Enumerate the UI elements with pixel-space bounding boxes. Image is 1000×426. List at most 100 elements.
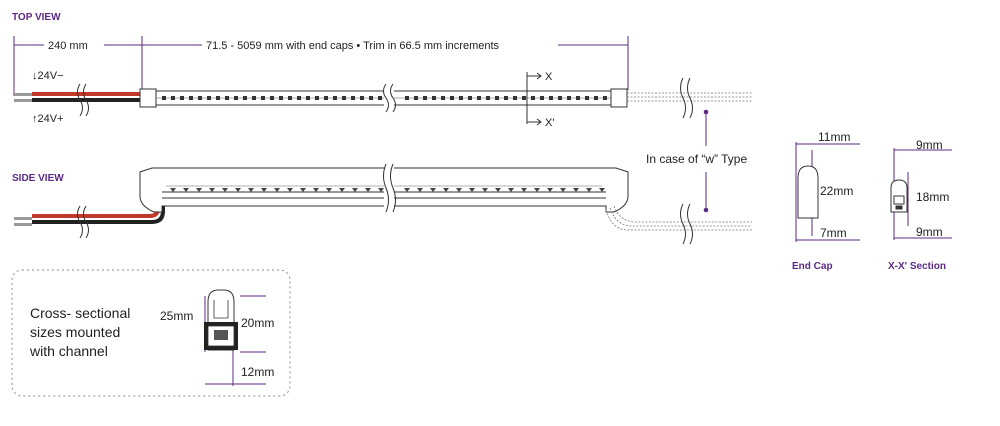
led-chip — [198, 96, 202, 100]
led-side-chip — [274, 188, 280, 192]
led-chip — [441, 96, 445, 100]
led-chip — [522, 96, 526, 100]
led-chip — [234, 96, 238, 100]
cross-section-box — [11, 269, 291, 397]
led-chip — [468, 96, 472, 100]
side-strip-break-icon — [383, 163, 396, 214]
led-chip — [540, 96, 544, 100]
led-chip — [216, 96, 220, 100]
strip-length-label: 71.5 - 5059 mm with end caps • Trim in 6… — [206, 40, 500, 52]
led-side-chip — [222, 188, 228, 192]
wire-neg-label: ↓24V− — [32, 70, 64, 82]
led-chip — [549, 96, 553, 100]
led-chip — [423, 96, 427, 100]
led-chip — [414, 96, 418, 100]
led-chip — [378, 96, 382, 100]
led-side-chip — [300, 188, 306, 192]
led-chip — [432, 96, 436, 100]
top-w-wire-break-icon — [680, 77, 693, 119]
end-cap-dimension-lines — [795, 142, 860, 242]
led-side-chip — [482, 188, 488, 192]
end-cap-top-dim: 11mm — [818, 130, 850, 144]
led-chip — [405, 96, 409, 100]
led-chip — [180, 96, 184, 100]
led-side-chip — [456, 188, 462, 192]
end-cap-bottom-dim: 7mm — [820, 226, 847, 240]
side-w-type-wires — [605, 205, 752, 231]
led-chip — [225, 96, 229, 100]
led-side-chip — [352, 188, 358, 192]
end-cap-height-dim: 22mm — [820, 184, 853, 198]
top-wires — [14, 92, 144, 102]
section-mark-x: X — [545, 71, 553, 83]
led-side-chip — [183, 188, 189, 192]
led-side-chip — [560, 188, 566, 192]
side-view-title: SIDE VIEW — [12, 173, 64, 184]
led-chip — [252, 96, 256, 100]
led-chip — [297, 96, 301, 100]
led-side-chip — [248, 188, 254, 192]
led-side-chip — [534, 188, 540, 192]
top-view-title: TOP VIEW — [12, 12, 61, 23]
section-profile-shape — [890, 179, 908, 213]
section-height-dim: 18mm — [916, 190, 949, 204]
led-side-chip — [378, 188, 384, 192]
led-chip — [261, 96, 265, 100]
led-chip — [603, 96, 607, 100]
led-chip — [558, 96, 562, 100]
section-title: X-X' Section — [888, 261, 946, 272]
led-chip — [486, 96, 490, 100]
led-chip — [306, 96, 310, 100]
led-chip — [189, 96, 193, 100]
led-side-chip — [495, 188, 501, 192]
led-chip — [513, 96, 517, 100]
led-side-chip — [599, 188, 605, 192]
led-chip — [243, 96, 247, 100]
end-cap-shape — [797, 165, 819, 219]
led-chip — [504, 96, 508, 100]
led-side-chip — [547, 188, 553, 192]
led-side-chip — [521, 188, 527, 192]
cross-section-outer-dim: 25mm — [160, 309, 193, 323]
led-side-chip — [235, 188, 241, 192]
led-side-chip — [417, 188, 423, 192]
led-chip — [594, 96, 598, 100]
led-chip — [207, 96, 211, 100]
top-wire-break-icon — [77, 83, 89, 117]
led-side-chip — [313, 188, 319, 192]
cross-section-width-dim: 12mm — [241, 365, 274, 379]
led-chip — [585, 96, 589, 100]
led-chip — [576, 96, 580, 100]
led-side-chip — [170, 188, 176, 192]
w-type-callout-line — [703, 109, 709, 213]
led-chip — [288, 96, 292, 100]
w-type-label: In case of “w” Type — [646, 152, 747, 166]
top-strip-break-icon — [383, 83, 396, 113]
led-chip — [459, 96, 463, 100]
led-side-chip — [209, 188, 215, 192]
cross-section-line2: sizes mounted — [30, 324, 120, 340]
section-marker — [526, 72, 542, 126]
led-chip — [567, 96, 571, 100]
led-side-chip — [469, 188, 475, 192]
led-side-chip — [326, 188, 332, 192]
led-side-chip — [508, 188, 514, 192]
cross-section-line3: with channel — [29, 343, 108, 359]
side-wire-break-icon — [77, 205, 89, 239]
led-side-chip — [365, 188, 371, 192]
led-chip — [369, 96, 373, 100]
led-chip — [360, 96, 364, 100]
led-chip — [315, 96, 319, 100]
led-chip — [324, 96, 328, 100]
top-dimension-line — [13, 36, 629, 96]
led-side-chip — [196, 188, 202, 192]
section-mark-x-prime: X' — [545, 117, 554, 129]
end-cap-title: End Cap — [792, 261, 833, 272]
led-side-chip — [261, 188, 267, 192]
cross-section-line1: Cross- sectional — [30, 305, 130, 321]
led-side-chip — [287, 188, 293, 192]
led-chip — [342, 96, 346, 100]
led-chip — [477, 96, 481, 100]
section-top-dim: 9mm — [916, 138, 943, 152]
side-wires — [14, 200, 165, 226]
